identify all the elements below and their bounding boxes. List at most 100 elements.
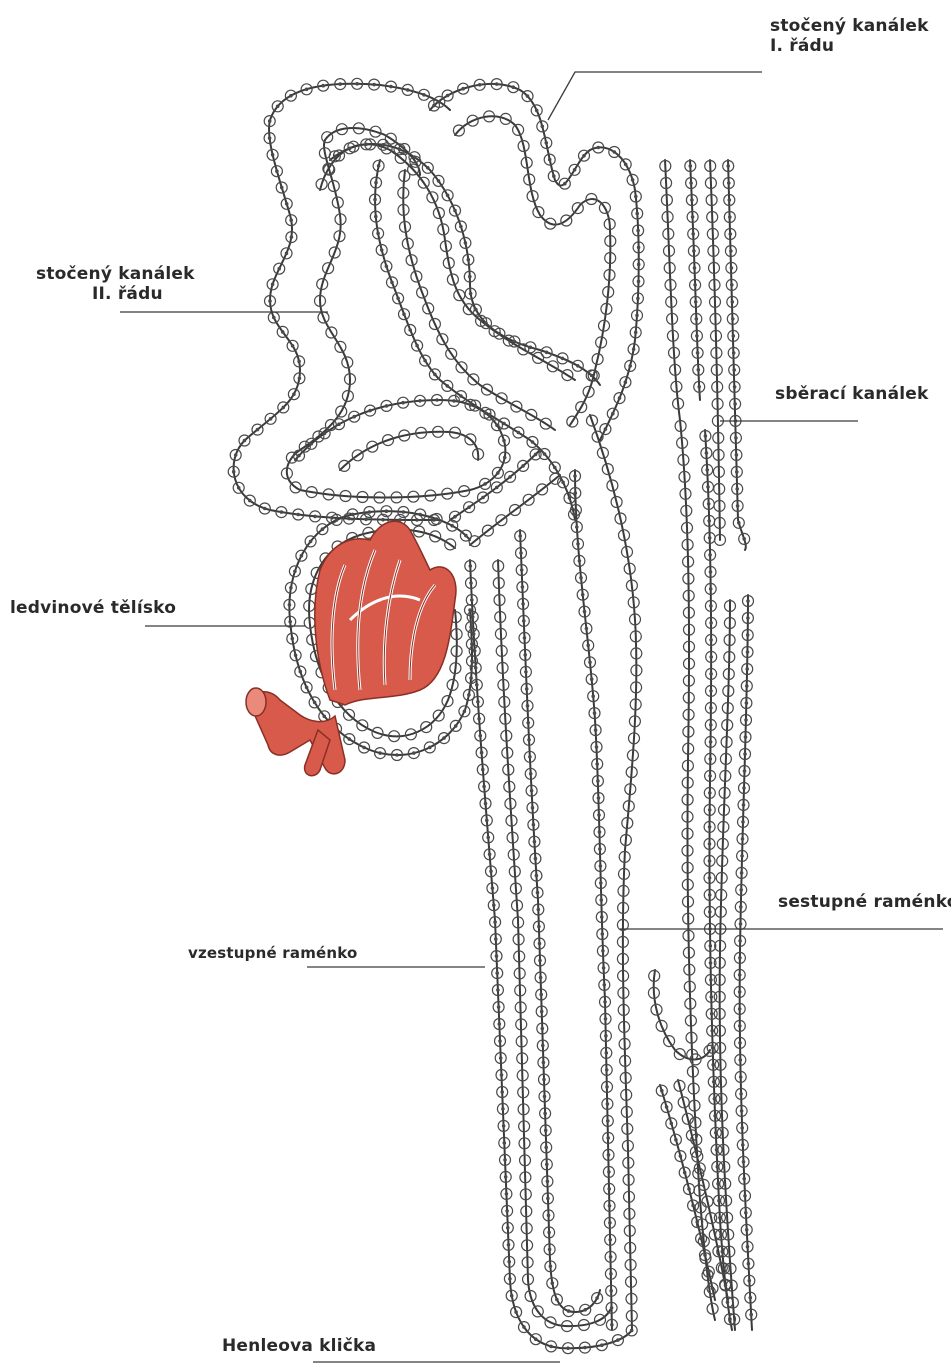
cell-nucleus [733,386,735,388]
cell-nucleus [543,1078,545,1080]
cell-nucleus [375,215,377,217]
cell-nucleus [541,125,543,127]
label-descending-limb: sestupné raménko [778,892,951,912]
cell-nucleus [746,1229,748,1231]
cell-nucleus [541,1010,543,1012]
cell-nucleus [675,1139,677,1141]
cell-nucleus [697,369,699,371]
cell-nucleus [409,329,411,331]
cell-nucleus [743,1178,745,1180]
cell-nucleus [501,1091,503,1093]
cell-nucleus [536,109,538,111]
cell-nucleus [402,511,404,513]
cell-nucleus [575,509,577,511]
cell-nucleus [528,739,530,741]
cell-nucleus [523,620,525,622]
cell-nucleus [353,416,355,418]
cell-nucleus [712,1064,714,1066]
leader-proximal-tubule [548,72,762,120]
cell-nucleus [495,938,497,940]
cell-nucleus [710,673,712,675]
cell-nucleus [709,741,711,743]
cell-nucleus [529,756,531,758]
cell-nucleus [743,538,745,540]
cell-nucleus [504,456,506,458]
cell-nucleus [497,989,499,991]
cell-nucleus [732,335,734,337]
cell-nucleus [631,1329,633,1331]
cell-nucleus [289,621,291,623]
distal-tubule-outer-wall [234,84,450,520]
cell-nucleus [609,1222,611,1224]
cell-nucleus [390,85,392,87]
cell-nucleus [604,1001,606,1003]
cell-nucleus [446,385,448,387]
cell-nucleus [599,865,601,867]
cell-nucleus [684,1171,686,1173]
cell-nucleus [704,1254,706,1256]
cell-nucleus [750,1313,752,1315]
cell-nucleus [482,768,484,770]
cell-nucleus [593,712,595,714]
cell-nucleus [709,537,711,539]
cell-nucleus [494,921,496,923]
cell-nucleus [585,627,587,629]
cell-nucleus [313,701,315,703]
cell-nucleus [268,137,270,139]
cell-nucleus [708,503,710,505]
label-proximal-tubule-line1: stočený kanálek [770,16,929,36]
cell-nucleus [503,422,505,424]
cell-nucleus [233,471,235,473]
cell-nucleus [385,405,387,407]
cell-nucleus [474,404,476,406]
cell-nucleus [322,85,324,87]
cell-nucleus [522,465,524,467]
cell-nucleus [276,170,278,172]
cell-nucleus [377,165,379,167]
cell-nucleus [583,155,585,157]
cell-nucleus [294,570,296,572]
cell-nucleus [277,105,279,107]
cell-nucleus [695,318,697,320]
cell-nucleus [472,616,474,618]
cell-nucleus [497,1006,499,1008]
cell-nucleus [696,335,698,337]
cell-nucleus [721,1250,723,1252]
cell-nucleus [500,1057,502,1059]
cell-nucleus [732,318,734,320]
cell-nucleus [517,431,519,433]
cell-nucleus [424,359,426,361]
cell-nucleus [419,513,421,515]
cell-nucleus [454,209,456,211]
cell-nucleus [632,348,634,350]
cell-nucleus [693,250,695,252]
cell-nucleus [610,1290,612,1292]
cell-nucleus [509,1278,511,1280]
cell-nucleus [710,690,712,692]
cell-nucleus [511,1295,513,1297]
cell-nucleus [512,86,514,88]
label-distal-tubule-line1: stočený kanálek [36,264,195,284]
cell-nucleus [601,933,603,935]
cell-nucleus [589,661,591,663]
cell-nucleus [256,428,258,430]
cell-nucleus [460,395,462,397]
cell-nucleus [700,1237,702,1239]
cell-nucleus [496,486,498,488]
cell-nucleus [709,758,711,760]
cell-nucleus [706,469,708,471]
cell-nucleus [695,301,697,303]
cell-nucleus [321,528,323,530]
cell-nucleus [713,1081,715,1083]
cell-nucleus [736,505,738,507]
cell-nucleus [574,475,576,477]
cell-nucleus [636,212,638,214]
label-renal-corpuscle: ledvinové tělísko [10,598,176,618]
cell-nucleus [504,1159,506,1161]
cell-nucleus [606,1103,608,1105]
cell-nucleus [543,1095,545,1097]
cell-nucleus [519,535,521,537]
cell-nucleus [500,1074,502,1076]
cell-nucleus [661,1090,663,1092]
proximal-tubule-outer-wall [430,84,639,440]
